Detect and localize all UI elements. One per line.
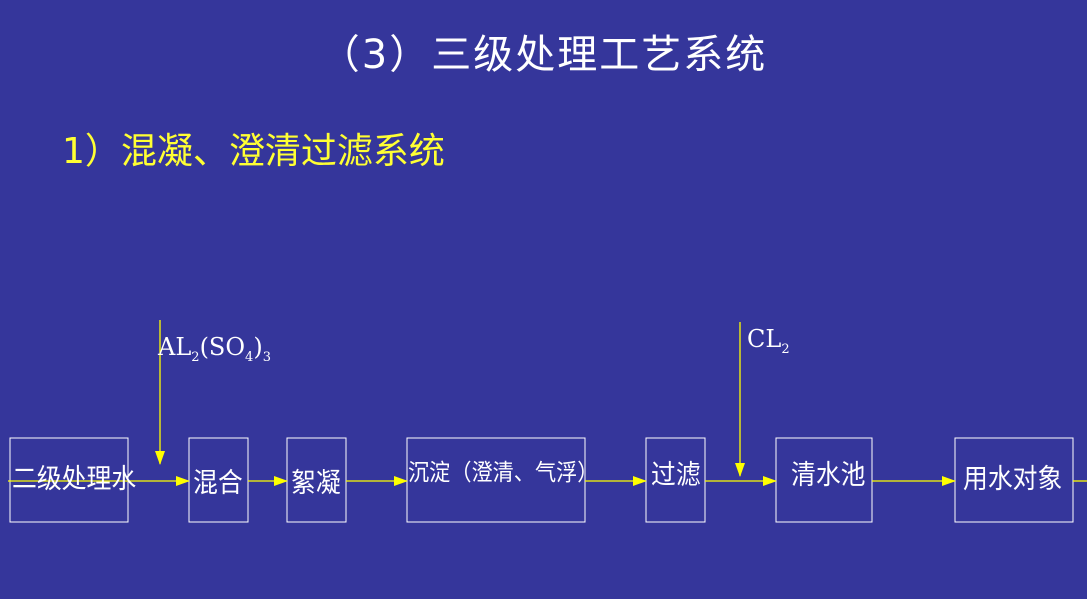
label-filtration: 过滤 bbox=[651, 460, 701, 491]
slide-title: （3）三级处理工艺系统 bbox=[319, 32, 768, 78]
reagent-aluminum-sulfate-end: ) bbox=[253, 333, 263, 361]
reagent-aluminum-sulfate: AL2(SO4)3 bbox=[158, 335, 271, 364]
label-clear-water-tank: 清水池 bbox=[791, 460, 866, 491]
reagent-aluminum-sulfate-sub-1: 2 bbox=[191, 349, 200, 365]
label-sedimentation: 沉淀（澄清、气浮） bbox=[408, 460, 599, 486]
reagent-aluminum-sulfate-mid: (SO bbox=[199, 333, 246, 361]
reagent-chlorine-base: CL bbox=[747, 325, 782, 353]
box-secondary-effluent bbox=[9, 437, 129, 523]
label-secondary-effluent: 二级处理水 bbox=[12, 464, 137, 495]
reagent-aluminum-sulfate-base: AL bbox=[158, 333, 192, 361]
slide-subtitle: 1）混凝、澄清过滤系统 bbox=[62, 131, 445, 172]
reagent-aluminum-sulfate-sub-2: 4 bbox=[245, 349, 254, 365]
reagent-chlorine-sub: 2 bbox=[781, 341, 790, 357]
label-water-users: 用水对象 bbox=[963, 464, 1063, 495]
label-flocculation: 絮凝 bbox=[291, 468, 341, 499]
label-mixing: 混合 bbox=[193, 468, 243, 499]
reagent-aluminum-sulfate-sub-3: 3 bbox=[262, 349, 271, 365]
reagent-chlorine: CL2 bbox=[747, 327, 790, 356]
